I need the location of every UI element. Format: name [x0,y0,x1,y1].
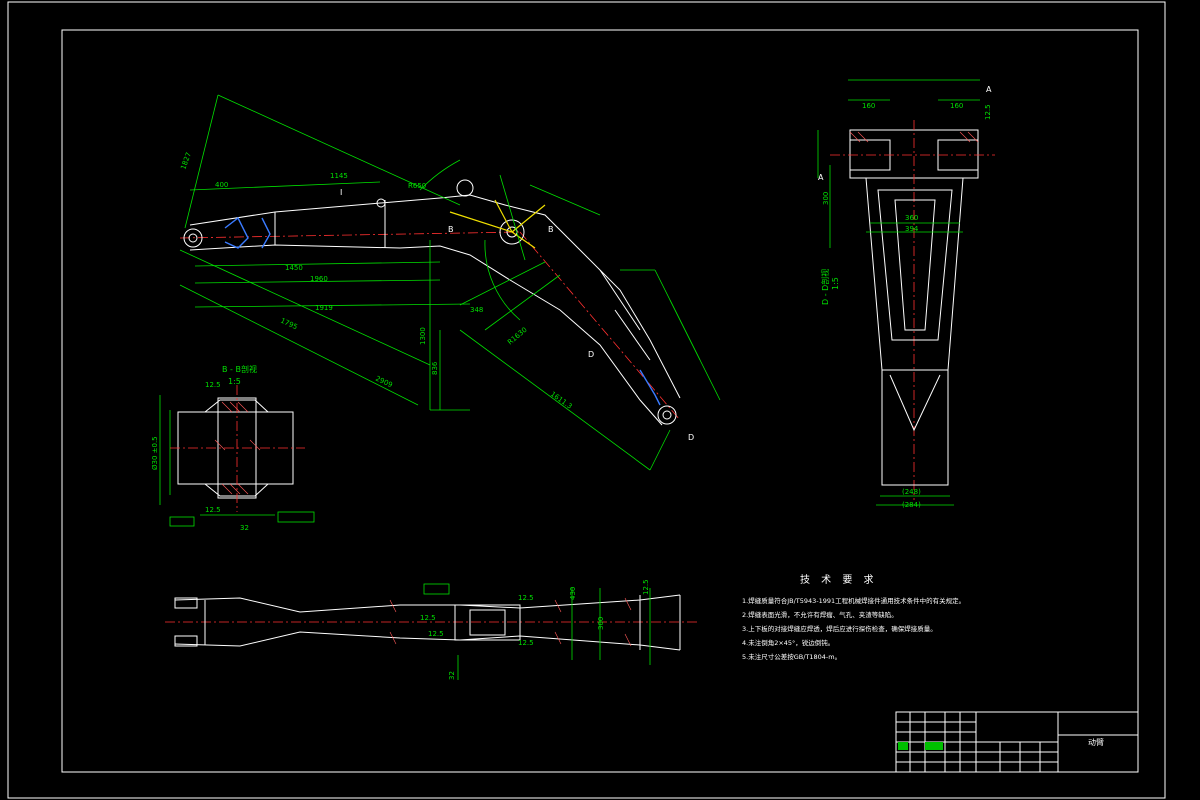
section-d-dim: (284) [902,501,921,509]
dim-label: 1611.3 [549,390,574,411]
section-d-dim: 12.5 [984,104,992,120]
dim-label: 1919 [315,304,333,312]
view-label: I [340,188,342,197]
dim-label: 1795 [279,317,299,332]
section-d-dim: (248) [902,488,921,496]
section-b-dim: 12.5 [205,506,221,514]
part-name: 动臂 [1088,737,1104,747]
section-d-dim: 300 [822,192,830,205]
section-b-scale: 1:5 [228,377,241,386]
tech-requirement-item: 1.焊缝质量符合JB/T5943-1991工程机械焊接件通用技术条件中的有关规定… [742,596,965,605]
section-d-view [817,79,995,506]
title-block [895,711,1139,773]
dim-label: 348 [470,306,483,314]
tech-requirement-item: 4.未注倒角2×45°，锐边倒钝。 [742,638,834,647]
bottom-dim: 32 [448,671,456,680]
section-b-dim: Ø30 ±0.5 [151,436,159,470]
bottom-dim: 12.5 [518,639,534,647]
view-label: A [818,173,824,182]
section-d-dim: 360 [905,214,918,222]
section-b-dim: 32 [240,524,249,532]
dim-label: 1300 [419,327,427,345]
outer-frame [7,1,1166,799]
dim-label: R1630 [506,326,529,347]
boom-side-view [179,94,721,471]
dim-label: 836 [431,361,439,375]
dim-label: 1960 [310,275,328,283]
view-label: D [588,350,594,359]
dim-label: 1450 [285,264,303,272]
view-label: B [548,225,554,234]
tech-requirement-item: 3.上下板的对接焊缝应焊透，焊后应进行探伤检查，确保焊接质量。 [742,624,937,633]
dim-label: 1145 [330,172,348,180]
section-d-dim: 160 [862,102,875,110]
bottom-dim: 12.5 [642,579,650,595]
dim-label: 1827 [179,151,193,170]
section-d-dim: 160 [950,102,963,110]
view-label: D [688,433,694,442]
section-d-scale: 1:5 [831,277,840,290]
tech-requirement-item: 5.未注尺寸公差按GB/T1804-m。 [742,652,841,661]
bottom-plan-view [165,583,700,680]
bottom-dim: 12.5 [428,630,444,638]
tech-requirements-title: 技 术 要 求 [800,573,878,586]
section-b-dim: 12.5 [205,381,221,389]
bottom-dim: 12.5 [420,614,436,622]
inner-frame [61,29,1139,773]
view-label: A [986,85,992,94]
section-d-dim: 394 [905,225,919,233]
dim-label: 400 [215,181,228,189]
bottom-dim: 300 [597,617,605,630]
section-d-title: D - D剖视 [820,269,830,305]
dim-label: 2909 [374,375,394,390]
section-b-view [159,385,315,527]
bottom-dim: 430 [569,587,577,600]
tech-requirement-item: 2.焊缝表面光滑，不允许有焊瘤、气孔、夹渣等缺陷。 [742,610,898,619]
bottom-dim: 12.5 [518,594,534,602]
dim-label: R650 [408,182,426,190]
section-b-title: B - B剖视 [222,364,257,374]
view-label: B [448,225,454,234]
